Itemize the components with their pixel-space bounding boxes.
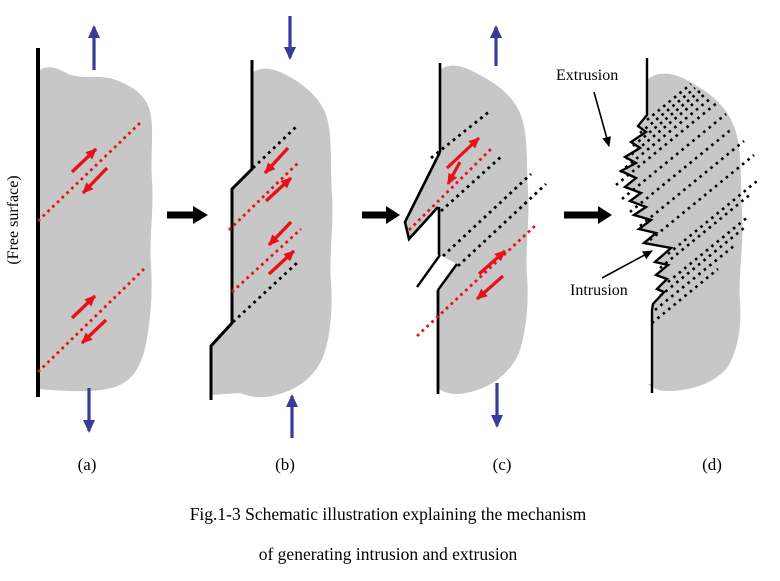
slip-arrow-up-c1	[445, 136, 481, 170]
slip-arrow-down-c1	[446, 161, 462, 185]
intrusion-notch-upper-wall-c	[416, 254, 441, 288]
panel-label-b: (b)	[275, 455, 295, 474]
transition-arrow-b-c	[362, 206, 400, 224]
metal-body-a	[38, 67, 153, 392]
sawtooth-surface-line-d	[618, 58, 674, 393]
panel-a-drawing	[36, 25, 153, 433]
metal-body-c	[405, 65, 529, 395]
inactive-plane-dotted-c2-lower	[457, 182, 547, 268]
panel-c-drawing	[403, 25, 547, 428]
figure-caption-line-2: of generating intrusion and extrusion	[258, 544, 518, 564]
figure-caption-line-1: Fig.1-3 Schematic illustration explainin…	[189, 504, 587, 524]
free-surface-label: (Free surface)	[5, 175, 22, 265]
metal-body-b	[211, 68, 333, 398]
slip-arrow-down-a2	[80, 318, 108, 345]
panel-label-a: (a)	[77, 455, 97, 474]
panel-label-d: (d)	[702, 455, 722, 474]
intrusion-notch-lower-wall-c	[437, 263, 458, 291]
slip-arrow-down-a1	[81, 166, 109, 195]
panel-b-drawing	[209, 16, 333, 438]
transition-arrow-a-b	[167, 206, 208, 224]
slip-arrow-down-b2	[267, 220, 293, 247]
slip-arrow-up-a2	[70, 294, 97, 320]
slip-arrow-up-b1	[264, 176, 293, 203]
slip-plane-dotted-b2	[231, 227, 302, 294]
extrusion-pointer-arrow	[593, 91, 611, 147]
slip-arrow-down-b1	[263, 146, 290, 175]
inactive-plane-dotted-c2-upper	[442, 172, 532, 258]
intrusion-pointer-arrow	[601, 250, 653, 279]
intrusion-label: Intrusion	[570, 282, 628, 299]
slip-plane-dotted-a2	[37, 267, 145, 374]
panel-d-drawing	[593, 58, 758, 393]
extrusion-label: Extrusion	[556, 67, 619, 84]
slip-arrow-up-a1	[70, 147, 98, 174]
inactive-plane-dotted-c1-upper	[430, 109, 491, 160]
slip-plane-dotted-b1	[228, 160, 300, 232]
slip-arrow-up-c2	[477, 249, 507, 276]
panel-label-c: (c)	[492, 455, 512, 474]
metal-body-d	[621, 73, 743, 391]
transition-arrow-c-d	[564, 206, 612, 224]
slip-band-dotted-group-d	[615, 82, 758, 325]
slip-arrow-up-b2	[267, 249, 296, 276]
slip-plane-dotted-c2	[416, 222, 538, 338]
inactive-plane-dotted-b2	[232, 260, 299, 324]
slip-arrow-down-c2	[475, 274, 505, 301]
extrusion-tongue-outline-c	[403, 151, 442, 242]
stepped-surface-line-b	[209, 60, 254, 400]
